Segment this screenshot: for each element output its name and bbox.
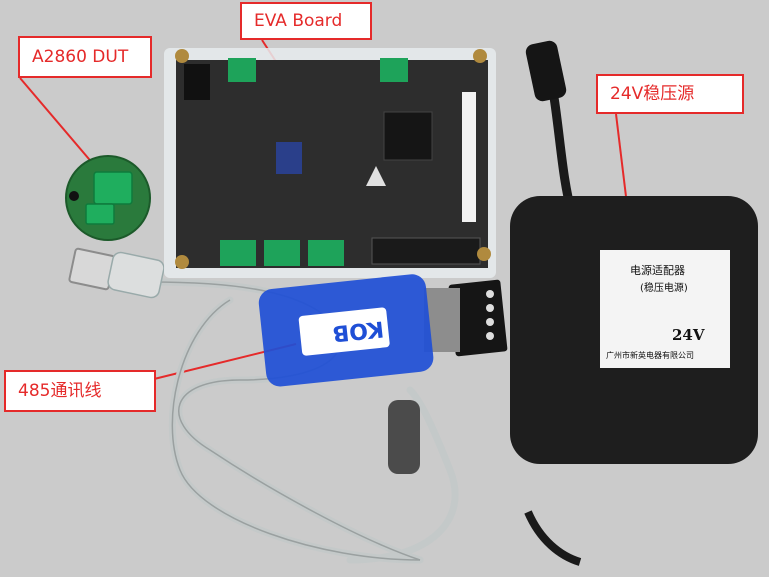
adapter-label-line2: (稳压电源) (640, 283, 688, 294)
adapter-voltage: 24V (672, 326, 705, 344)
terminal-block (220, 240, 256, 266)
ferrite-bead (388, 400, 420, 474)
pin-header (462, 92, 476, 222)
callout-dut: A2860 DUT (18, 36, 152, 78)
terminal-block (228, 58, 256, 82)
adapter-cord (524, 510, 582, 566)
mcu-chip (383, 111, 433, 161)
eva-board (164, 48, 496, 278)
ic-chip (276, 142, 302, 174)
logo-mark (366, 166, 386, 186)
usb-485-dongle (258, 274, 434, 387)
dut-board (65, 155, 151, 241)
terminal-block (308, 240, 344, 266)
pcb (176, 60, 488, 268)
power-adapter (510, 40, 758, 566)
cable-segment (346, 386, 459, 564)
terminal-block (264, 240, 300, 266)
leader-line-dut (19, 77, 101, 173)
usb-plug (68, 247, 165, 299)
callout-eva-board: EVA Board (240, 2, 372, 40)
power-jack (184, 64, 210, 100)
callout-cable: 485通讯线 (4, 370, 156, 412)
adapter-label (600, 250, 730, 368)
dc-plug (525, 40, 567, 102)
callout-power-supply: 24V稳压源 (596, 74, 744, 114)
rs485-terminal (424, 279, 508, 357)
adapter-label-line1: 电源适配器 (630, 264, 685, 277)
connector-header (371, 237, 481, 265)
terminal-block (380, 58, 408, 82)
adapter-manufacturer: 广州市新英电器有限公司 (606, 351, 694, 360)
